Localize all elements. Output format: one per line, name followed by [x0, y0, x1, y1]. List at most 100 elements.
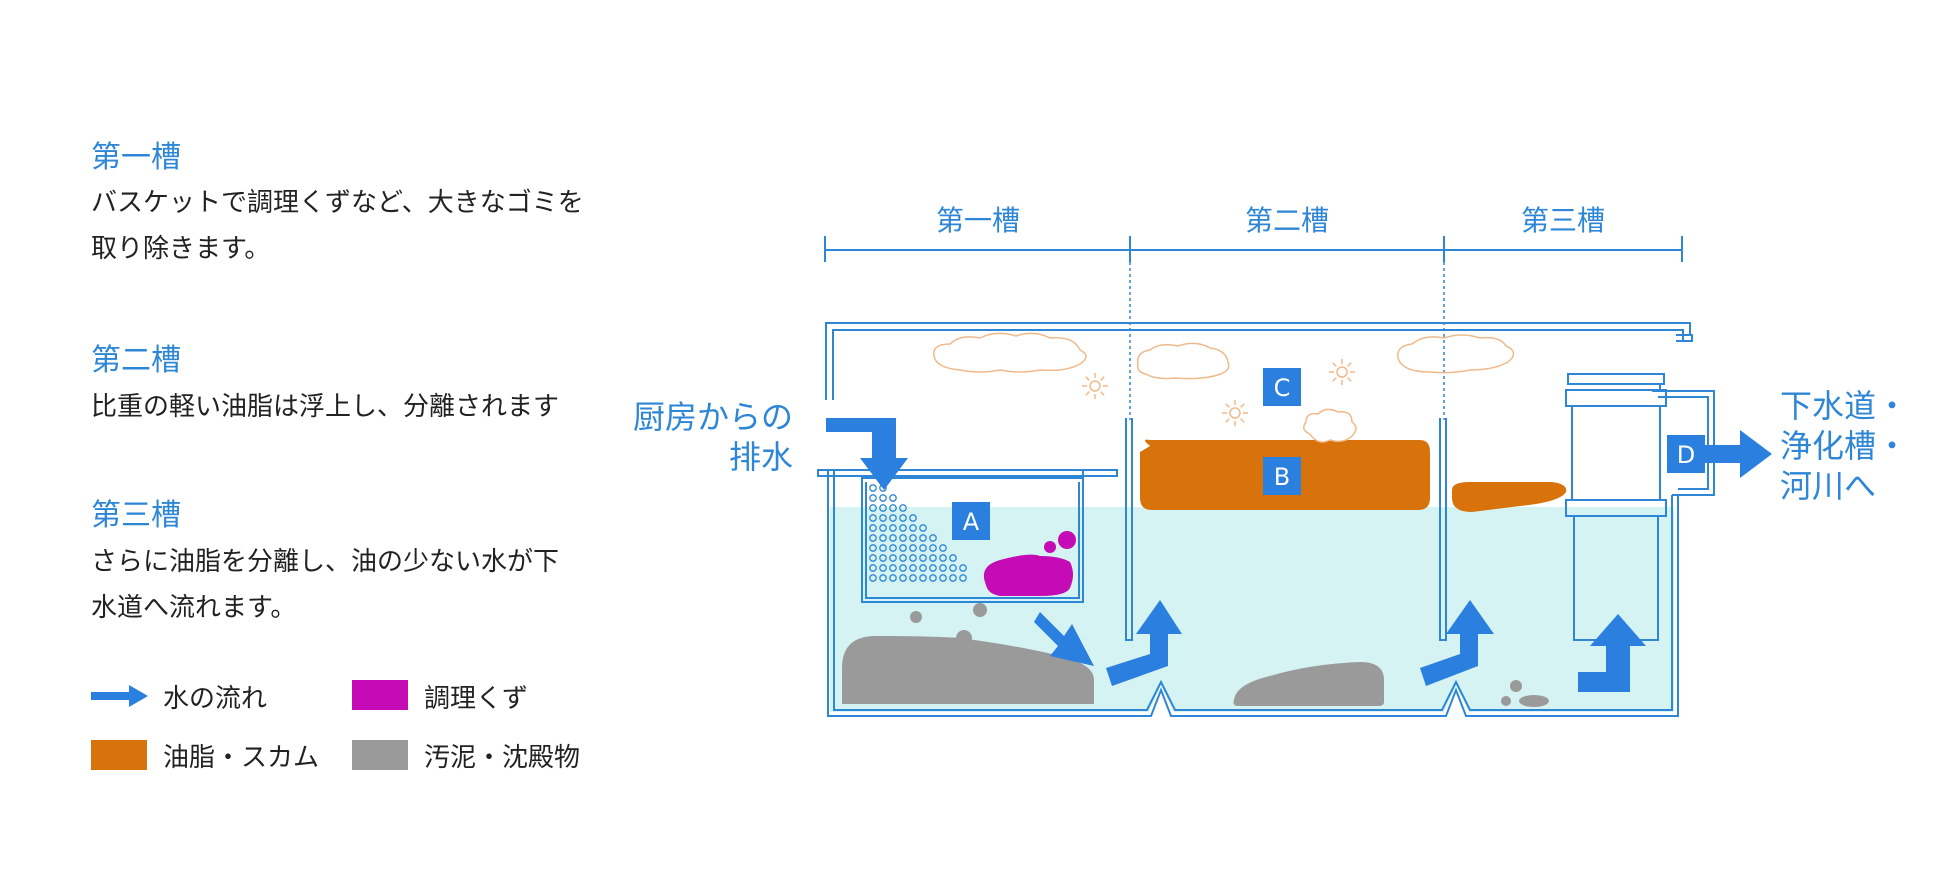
basket-hole — [949, 554, 957, 562]
legend-scraps-label: 調理くず — [424, 684, 529, 714]
basket-hole — [909, 514, 917, 522]
basket-hole — [889, 534, 897, 542]
section-3-title: 第三槽 — [91, 498, 181, 533]
basket-hole — [909, 544, 917, 552]
basket-hole — [879, 504, 887, 512]
section-1-title: 第一槽 — [91, 140, 181, 175]
basket-hole — [869, 574, 877, 582]
basket-hole — [889, 554, 897, 562]
odor-clouds — [933, 332, 1515, 443]
legend-scraps-swatch — [352, 680, 408, 710]
basket-hole — [959, 574, 967, 582]
sludge-tank-2 — [1233, 662, 1384, 706]
basket-holes — [869, 484, 967, 582]
marker-a-label: A — [963, 508, 980, 536]
basket-hole — [869, 544, 877, 552]
basket-hole — [939, 544, 947, 552]
basket-hole — [889, 494, 897, 502]
odor-sun-icons — [1082, 359, 1355, 426]
basket-hole — [899, 554, 907, 562]
basket-hole — [879, 554, 887, 562]
basket-hole — [939, 554, 947, 562]
dimension-ruler — [824, 236, 1683, 262]
tank-label-1: 第一槽 — [936, 204, 1020, 237]
legend-sludge-swatch — [352, 740, 408, 770]
basket-hole — [889, 524, 897, 532]
basket-hole — [899, 574, 907, 582]
basket-hole — [869, 494, 877, 502]
sludge-particle — [1510, 680, 1522, 692]
inflow-label-line1: 厨房からの — [633, 398, 793, 436]
legend-grease-swatch — [91, 740, 147, 770]
tank-label-3: 第三槽 — [1521, 204, 1605, 237]
divider-dotted-lines — [1129, 250, 1445, 420]
tank-label-2: 第二槽 — [1245, 204, 1329, 237]
basket-hole — [899, 524, 907, 532]
basket-hole — [909, 574, 917, 582]
basket-hole — [919, 534, 927, 542]
kitchen-scraps — [983, 554, 1073, 596]
basket-hole — [919, 544, 927, 552]
basket-hole — [929, 544, 937, 552]
tank-outline — [817, 322, 1715, 717]
basket-hole — [879, 544, 887, 552]
basket-hole — [899, 564, 907, 572]
outflow-label-line1: 下水道・ — [1780, 387, 1908, 425]
basket-hole — [899, 514, 907, 522]
flow-arrows — [826, 418, 1772, 692]
basket-hole — [869, 504, 877, 512]
section-3-body: さらに油脂を分離し、油の少ない水が下 水道へ流れます。 — [91, 547, 560, 623]
basket-hole — [879, 564, 887, 572]
basket-hole — [889, 564, 897, 572]
inflow-arrow-icon — [826, 418, 908, 490]
basket-hole — [909, 564, 917, 572]
basket-hole — [929, 534, 937, 542]
basket-hole — [869, 484, 877, 492]
marker-a — [952, 502, 990, 540]
scrap-bubble-small — [1044, 541, 1056, 553]
outflow-label-line2: 浄化槽・ — [1780, 427, 1908, 465]
basket-hole — [889, 544, 897, 552]
marker-c-label: C — [1274, 374, 1291, 402]
basket-hole — [929, 574, 937, 582]
sludge-particle — [910, 611, 922, 623]
basket-hole — [939, 574, 947, 582]
legend-water-flow-label: 水の流れ — [163, 684, 268, 714]
legend-grease-label: 油脂・スカム — [163, 743, 320, 773]
section-2-title: 第二槽 — [91, 343, 181, 378]
marker-b-label: B — [1274, 463, 1290, 491]
basket-hole — [919, 554, 927, 562]
basket-hole — [879, 494, 887, 502]
basket-hole — [919, 574, 927, 582]
basket-hole — [899, 544, 907, 552]
legend-sludge-label: 汚泥・沈殿物 — [424, 743, 581, 773]
basket-hole — [949, 574, 957, 582]
sludge-particle — [973, 603, 987, 617]
sludge-particle — [1501, 696, 1511, 706]
outflow-arrow-icon — [1705, 430, 1772, 478]
basket-hole — [869, 524, 877, 532]
basket-hole — [919, 524, 927, 532]
sludge-particle — [1519, 695, 1549, 707]
sludge-particle — [956, 630, 972, 646]
basket-hole — [909, 554, 917, 562]
basket-hole — [889, 574, 897, 582]
baffle-2 — [1439, 418, 1447, 641]
basket-hole — [879, 524, 887, 532]
section-1-body: バスケットで調理くずなど、大きなゴミを 取り除きます。 — [91, 188, 584, 264]
odor-sun-icon — [1222, 400, 1248, 426]
basket-hole — [869, 534, 877, 542]
basket-hole — [879, 534, 887, 542]
basket-hole — [959, 564, 967, 572]
section-2-body: 比重の軽い油脂は浮上し、分離されます — [91, 392, 560, 422]
flow-arrow-icon — [1034, 612, 1094, 666]
basket-hole — [899, 504, 907, 512]
basket-hole — [869, 564, 877, 572]
marker-c — [1263, 368, 1301, 406]
basket-hole — [899, 534, 907, 542]
scrap-bubble-large — [1058, 531, 1076, 549]
basket-hole — [909, 524, 917, 532]
odor-sun-icon — [1082, 373, 1108, 399]
basket-hole — [929, 554, 937, 562]
